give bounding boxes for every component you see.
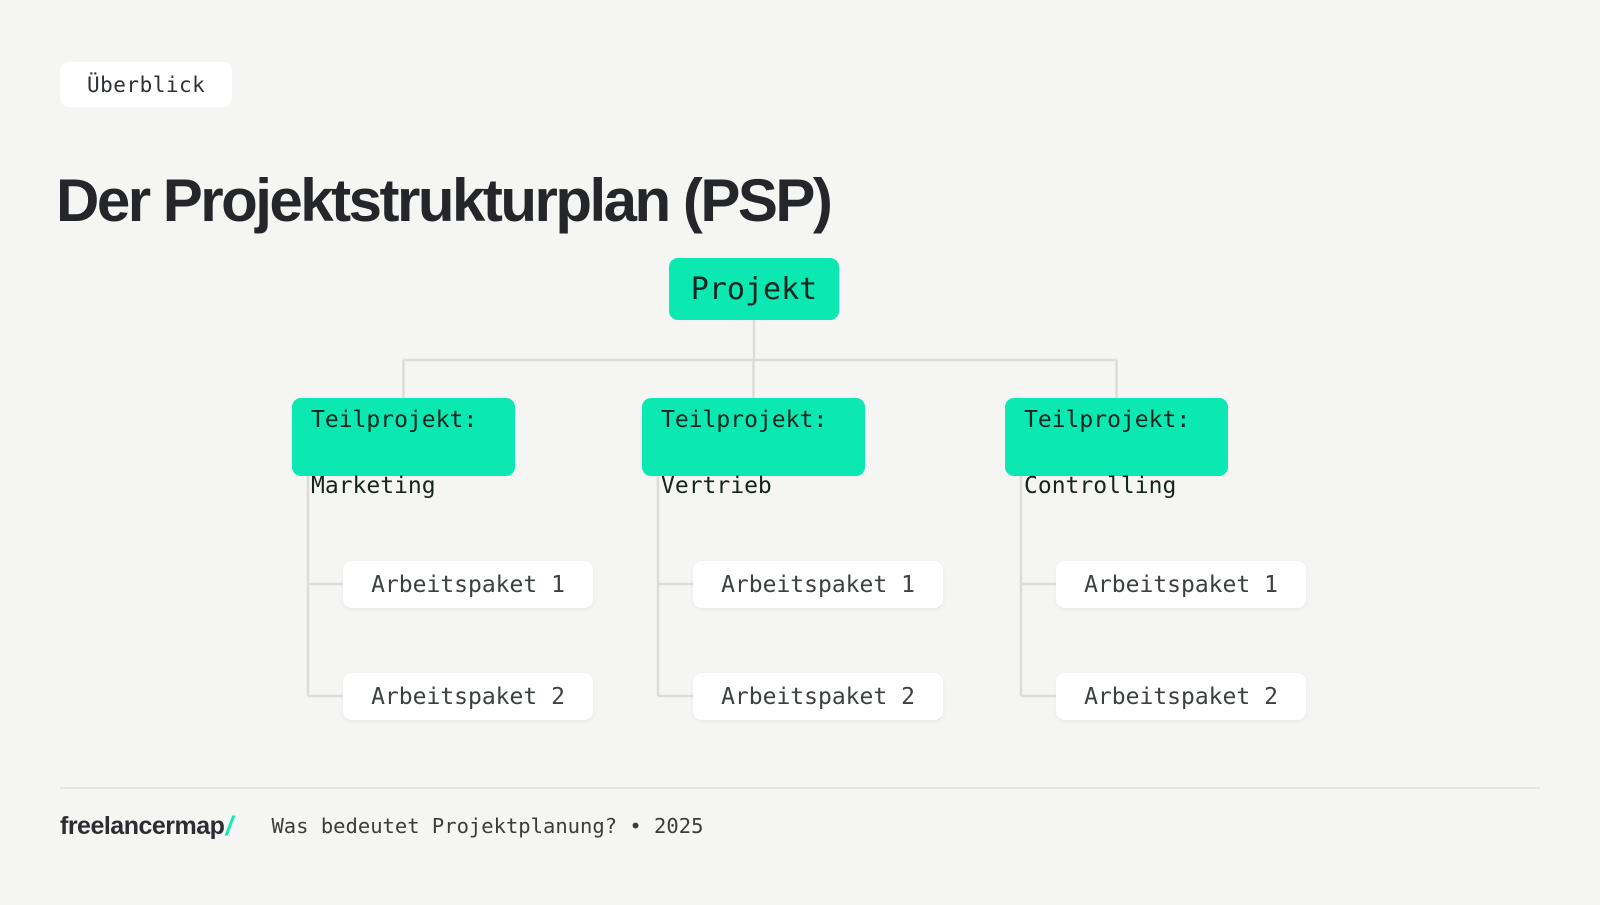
work-package-label: Arbeitspaket 2	[371, 683, 565, 710]
subproject-box-controlling: Teilprojekt: Controlling	[1005, 398, 1228, 499]
logo-slash-icon: /	[225, 810, 233, 841]
overview-badge: Überblick	[60, 62, 233, 107]
work-package-box: Arbeitspaket 1	[343, 561, 593, 608]
subproject-prefix: Teilprojekt:	[661, 407, 828, 433]
subproject-name: Vertrieb	[661, 473, 772, 499]
footer-divider	[60, 787, 1540, 789]
footer: freelancermap / Was bedeutet Projektplan…	[60, 806, 703, 846]
page-title: Der Projektstrukturplan (PSP)	[56, 167, 833, 235]
work-package-box: Arbeitspaket 1	[1056, 561, 1306, 608]
work-package-label: Arbeitspaket 1	[721, 571, 915, 598]
work-package-box: Arbeitspaket 2	[693, 673, 943, 720]
work-package-box: Arbeitspaket 1	[693, 561, 943, 608]
project-root-box: Projekt	[669, 258, 839, 320]
project-root-label: Projekt	[690, 271, 818, 307]
work-package-box: Arbeitspaket 2	[1056, 673, 1306, 720]
freelancermap-logo: freelancermap /	[60, 810, 233, 842]
subproject-name: Marketing	[311, 473, 436, 499]
subproject-prefix: Teilprojekt:	[311, 407, 478, 433]
subproject-name: Controlling	[1024, 473, 1177, 499]
work-package-label: Arbeitspaket 1	[1084, 571, 1278, 598]
work-package-label: Arbeitspaket 2	[721, 683, 915, 710]
overview-badge-label: Überblick	[87, 72, 206, 97]
work-package-label: Arbeitspaket 2	[1084, 683, 1278, 710]
work-package-label: Arbeitspaket 1	[371, 571, 565, 598]
work-package-box: Arbeitspaket 2	[343, 673, 593, 720]
footer-caption: Was bedeutet Projektplanung? • 2025	[271, 814, 704, 838]
subproject-box-marketing: Teilprojekt: Marketing	[292, 398, 515, 499]
subproject-box-vertrieb: Teilprojekt: Vertrieb	[642, 398, 865, 499]
freelancermap-logo-text: freelancermap	[60, 811, 225, 840]
subproject-prefix: Teilprojekt:	[1024, 407, 1191, 433]
